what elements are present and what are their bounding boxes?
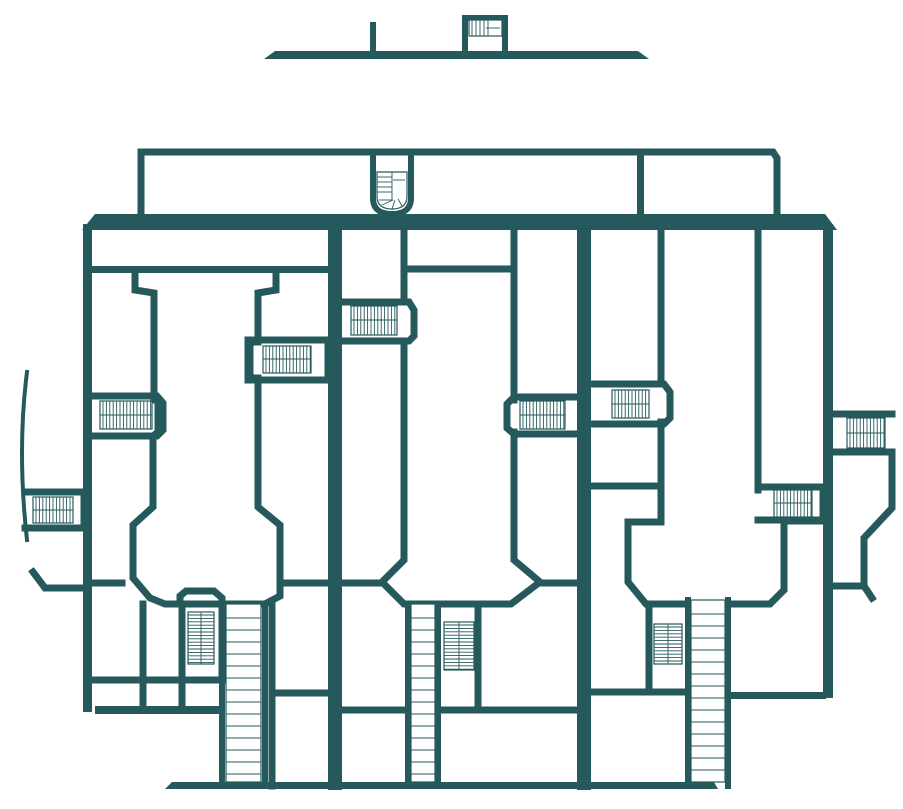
wing1-right-stair-wall	[244, 336, 332, 384]
wing2-upper-stair-icon	[350, 305, 398, 336]
curved-stair-icon	[376, 171, 408, 210]
wing1-left-stair-icon	[99, 400, 153, 430]
wing1-lower-walls	[88, 579, 332, 790]
bottom-wall-right	[730, 692, 826, 699]
wing2-upper-stair-wall	[338, 298, 418, 345]
wing3-center-stair-icon	[653, 623, 683, 665]
wing3-partition-walls	[590, 220, 762, 494]
upper-block	[137, 148, 781, 220]
wing3-right-stair-icon	[773, 489, 813, 518]
wing3-lower-walls	[587, 600, 692, 696]
wing-1	[88, 266, 332, 790]
main-shell	[82, 214, 837, 790]
wing1-center-stair-icon	[187, 611, 215, 665]
bottom-wall-left	[95, 706, 221, 714]
bottom-wall-center	[165, 782, 718, 789]
divider-wall-1	[328, 224, 342, 790]
wing2-partition-walls	[400, 220, 518, 404]
wing3-left-stair-icon	[611, 389, 650, 419]
right-annex-stair-icon	[846, 417, 886, 449]
top-slab-wall	[264, 51, 649, 59]
wing3-passage-walls	[685, 597, 731, 789]
wing3-right-stair-wall	[754, 483, 827, 524]
wing1-right-stair-icon	[262, 345, 312, 374]
wing2-right-stair-wall	[503, 393, 581, 438]
right-outer-wall	[823, 224, 833, 698]
left-annex-stair-wall	[21, 488, 88, 532]
wing2-center-stair-icon	[443, 621, 475, 671]
right-annex	[829, 410, 896, 603]
wing2-lower-walls	[338, 579, 581, 714]
upper-block-outline	[137, 148, 781, 220]
wing2-courtyard-outline	[377, 337, 546, 608]
divider-wall-2	[577, 224, 591, 790]
top-wall-stub	[370, 22, 376, 52]
right-annex-outline	[829, 410, 896, 603]
wing1-left-stair-wall	[88, 392, 167, 440]
wing-3	[587, 220, 827, 789]
left-annex	[20, 369, 88, 592]
left-annex-arc	[20, 369, 30, 543]
main-top-wall	[82, 214, 837, 230]
wing-2	[338, 220, 581, 789]
wing1-passage-steps	[225, 603, 262, 783]
wing3-passage-steps	[690, 599, 726, 783]
wing2-passage-walls	[405, 601, 441, 789]
top-fragment	[264, 15, 649, 59]
top-stair-icon	[468, 19, 503, 37]
top-stair-enclosure	[462, 15, 508, 55]
left-outer-wall	[83, 224, 92, 712]
wing2-passage-steps	[410, 603, 436, 783]
upper-block-partition	[637, 152, 644, 218]
wing2-right-stair-icon	[519, 400, 566, 430]
wing1-passage-walls	[219, 601, 268, 789]
left-annex-lower-wall	[28, 567, 88, 592]
wing3-left-stair-wall	[587, 380, 674, 428]
wing1-corridor-wall	[92, 266, 328, 273]
left-annex-stair-icon	[32, 496, 74, 524]
